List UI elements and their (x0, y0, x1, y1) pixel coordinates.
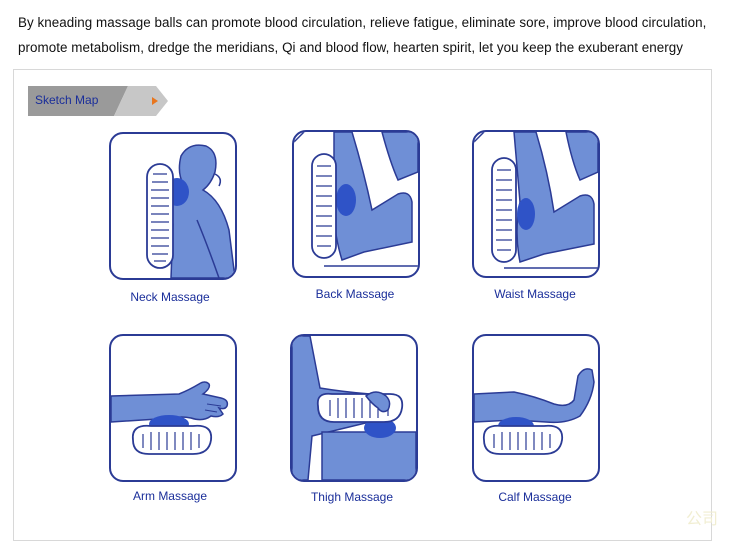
back-massage-caption: Back Massage (315, 287, 395, 301)
arrow-icon (152, 97, 158, 105)
thigh-massage-caption: Thigh Massage (310, 490, 394, 504)
arm-massage-caption: Arm Massage (132, 489, 208, 503)
arm-massage-image (109, 334, 237, 482)
intro-line-1: By kneading massage balls can promote bl… (18, 15, 707, 30)
calf-massage-caption: Calf Massage (498, 490, 572, 504)
intro-text: By kneading massage balls can promote bl… (18, 10, 730, 60)
neck-massage-image (109, 132, 237, 280)
sketch-map-tag: Sketch Map (28, 86, 168, 116)
tag-label: Sketch Map (35, 93, 99, 107)
waist-massage-image (472, 130, 600, 278)
content-frame (13, 69, 712, 541)
watermark: 公司 (686, 509, 719, 528)
calf-massage-image (472, 334, 600, 482)
back-massage-image (292, 130, 420, 278)
intro-line-2: promote metabolism, dredge the meridians… (18, 40, 683, 55)
neck-massage-caption: Neck Massage (130, 290, 210, 304)
thigh-massage-image (290, 334, 418, 482)
waist-massage-caption: Waist Massage (494, 287, 576, 301)
tag-background (28, 86, 168, 116)
